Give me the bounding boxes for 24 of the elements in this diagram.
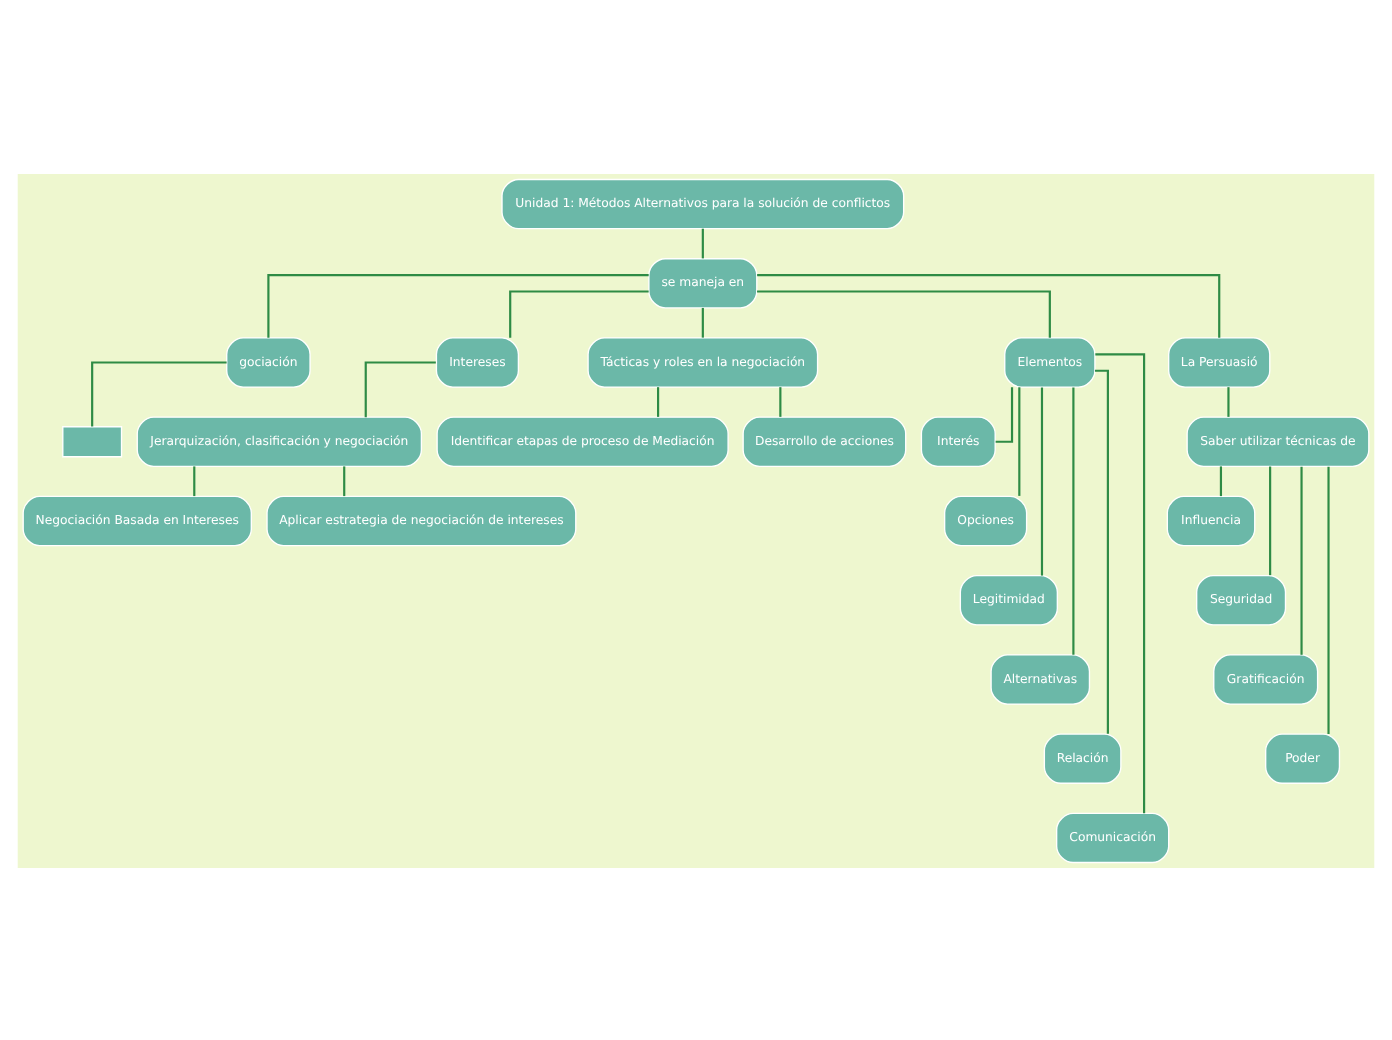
connector [193, 465, 196, 496]
connector [364, 360, 436, 417]
connector [701, 306, 704, 337]
connector [995, 386, 1014, 442]
connector [343, 465, 346, 496]
connector [509, 289, 649, 337]
connector [1269, 465, 1272, 575]
connector [1300, 465, 1303, 654]
connector [1219, 465, 1223, 496]
node-box [62, 425, 123, 457]
connector [779, 386, 782, 416]
connector [1018, 386, 1021, 495]
connector [1040, 386, 1044, 575]
connector [1072, 386, 1075, 654]
connector [1327, 465, 1330, 733]
connector [657, 386, 660, 416]
connector [1227, 386, 1230, 416]
connector [701, 227, 704, 258]
connector [757, 289, 1051, 337]
connector [1095, 352, 1146, 813]
connector [267, 273, 649, 337]
connector [91, 360, 227, 426]
connector [1095, 368, 1109, 733]
connector [757, 273, 1221, 337]
